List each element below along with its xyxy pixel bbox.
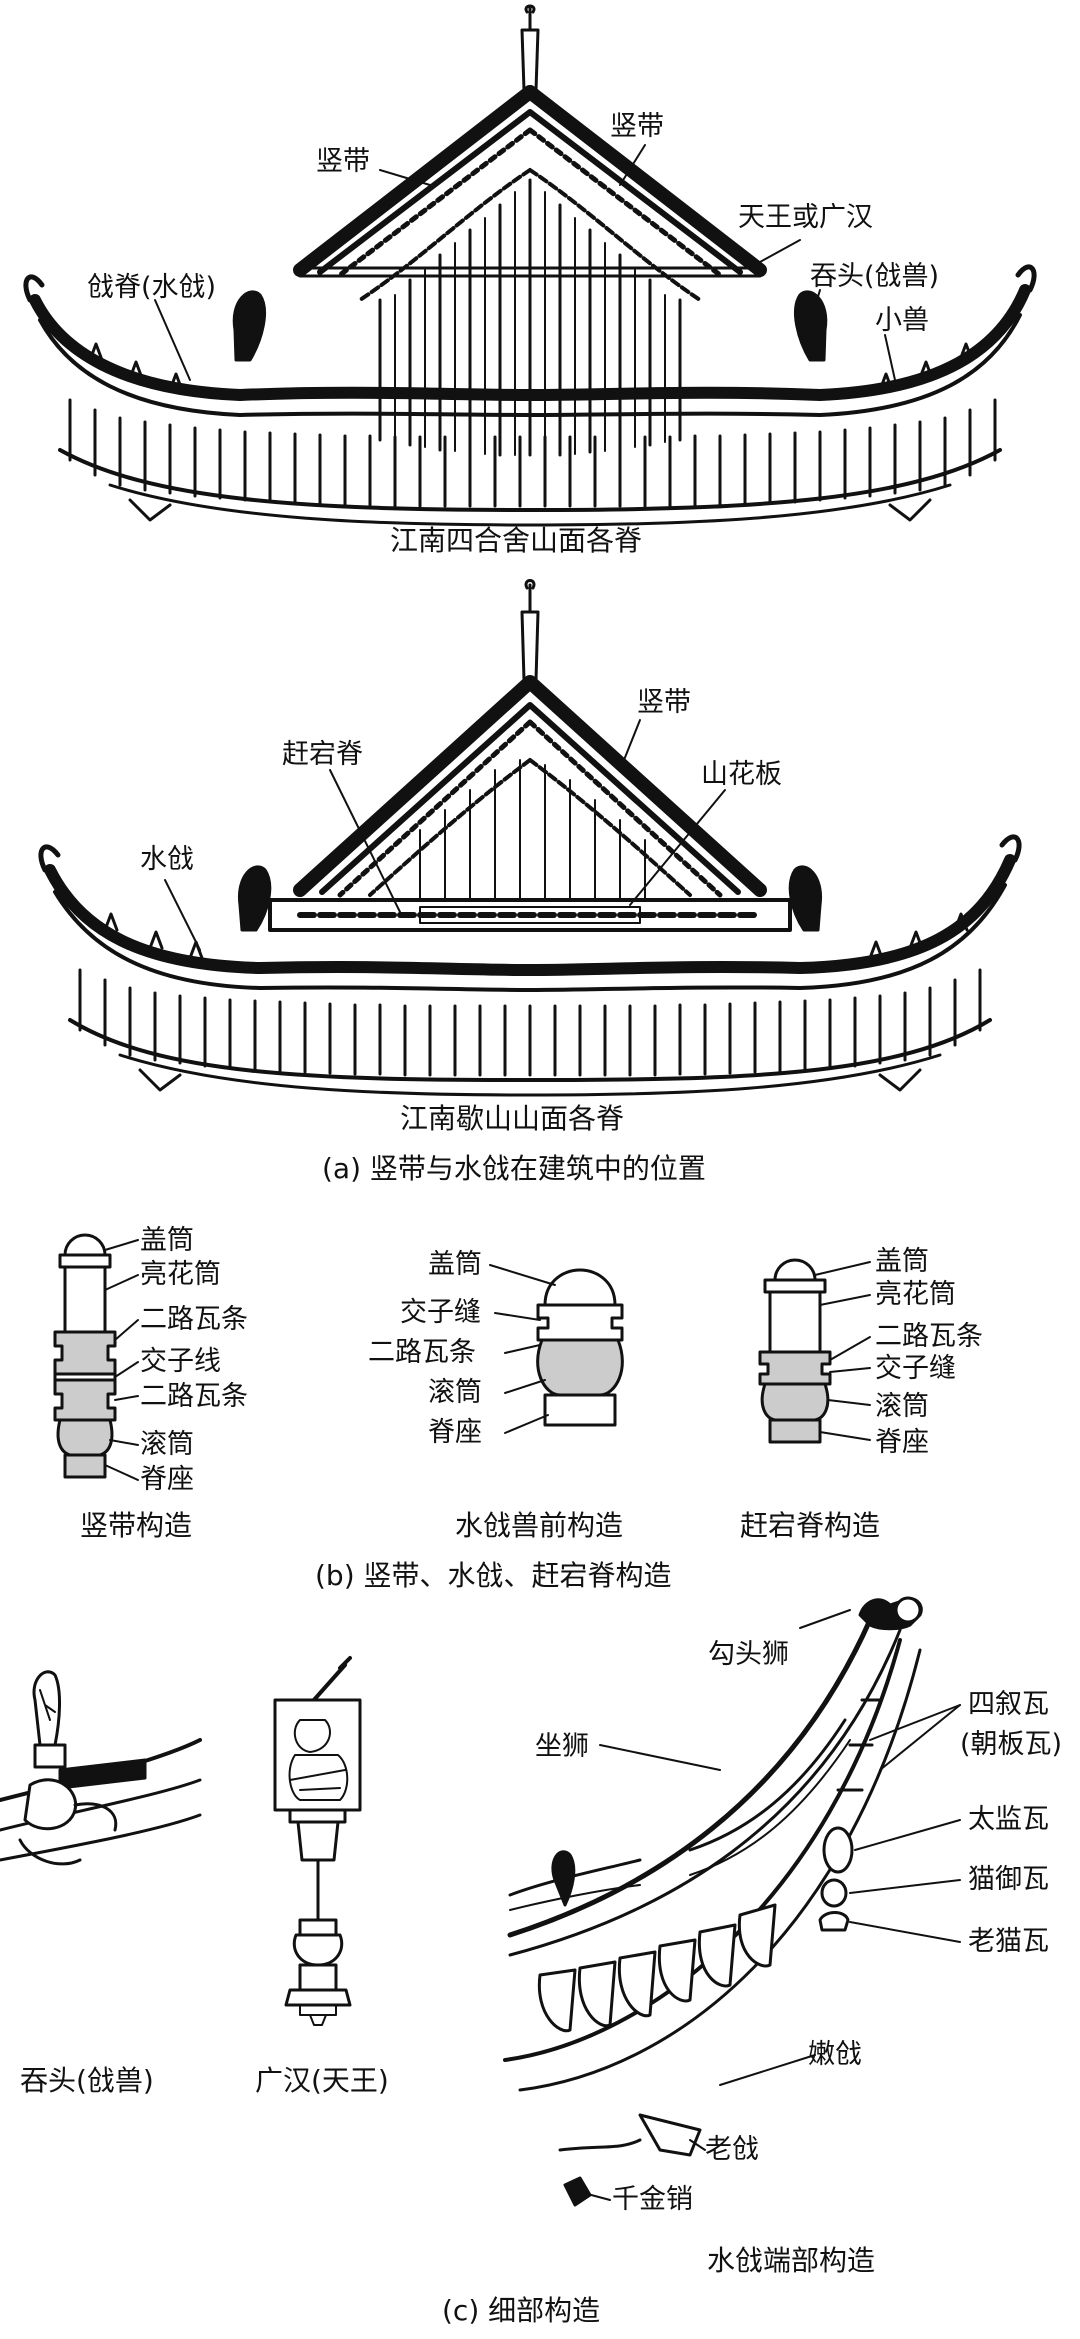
label-sq-wt: 二路瓦条 — [368, 1337, 476, 1368]
label-tuntou: 吞头(戗兽) — [810, 261, 940, 292]
title-shuiqiang-gouzao: 水戗兽前构造 — [455, 1509, 624, 1542]
label-maoyuwa: 猫御瓦 — [968, 1864, 1049, 1895]
shudai-section-drawing — [53, 1233, 117, 1479]
label-shudai-jiaozixian: 交子线 — [140, 1346, 221, 1377]
label-shudai-gaitong: 盖筒 — [140, 1225, 194, 1256]
label-gz-jiaozifeng: 交子缝 — [875, 1353, 956, 1384]
tuntou-detail-drawing — [0, 1670, 202, 1866]
xieshan-roof-drawing — [38, 579, 1022, 1097]
label-sq-jizuo: 脊座 — [428, 1417, 482, 1448]
siheshe-leaders — [154, 144, 896, 381]
label-shudai-jizuo: 脊座 — [140, 1464, 194, 1495]
label-chaobanwa: (朝板瓦) — [960, 1729, 1063, 1760]
label-shudai-lianghua: 亮花筒 — [140, 1259, 221, 1290]
title-guanghan-detail: 广汉(天王) — [255, 2064, 389, 2097]
label-qiangji: 戗脊(水戗) — [87, 272, 217, 303]
label-qianjinxiao: 千金销 — [612, 2184, 693, 2215]
label-laoqiang: 老戗 — [705, 2134, 759, 2165]
label-shudai-right: 竖带 — [610, 111, 664, 142]
ganzong-leaders — [814, 1261, 871, 1441]
title-shudai-gouzao: 竖带构造 — [80, 1509, 193, 1542]
caption-a: (a) 竖带与水戗在建筑中的位置 — [322, 1152, 706, 1185]
end-leaders — [579, 1609, 961, 2201]
label-shuiqiang: 水戗 — [140, 844, 194, 875]
xieshan-leaders — [164, 719, 726, 951]
title-ganzong-gouzao: 赶宕脊构造 — [740, 1509, 881, 1542]
label-shudai-wt1: 二路瓦条 — [140, 1304, 248, 1335]
label-laomaowa: 老猫瓦 — [968, 1926, 1049, 1957]
label-tianwang: 天王或广汉 — [738, 202, 873, 233]
label-nenqiang: 嫩戗 — [808, 2039, 862, 2070]
shuiqiang-section-drawing — [536, 1268, 624, 1427]
label-sq-guntong: 滚筒 — [428, 1377, 482, 1408]
label-gz-gaitong: 盖筒 — [875, 1246, 929, 1277]
label-shudai-xieshan: 竖带 — [637, 687, 691, 718]
label-sq-jiaozifeng: 交子缝 — [400, 1297, 481, 1328]
end-detail-drawing — [503, 1596, 923, 2207]
title-xieshan: 江南歇山山面各脊 — [400, 1102, 625, 1135]
label-gz-guntong: 滚筒 — [875, 1391, 929, 1422]
label-shudai-wt2: 二路瓦条 — [140, 1381, 248, 1412]
shuiqiang-leaders — [489, 1264, 556, 1434]
label-shudai-left: 竖带 — [316, 146, 370, 177]
label-gz-lianghua: 亮花筒 — [875, 1279, 956, 1310]
label-taijianwa: 太监瓦 — [968, 1804, 1049, 1835]
label-gz-jizuo: 脊座 — [875, 1427, 929, 1458]
shudai-leaders — [104, 1239, 139, 1481]
ganzong-section-drawing — [758, 1258, 832, 1444]
label-gz-wt: 二路瓦条 — [875, 1321, 983, 1352]
label-xiaoshou: 小兽 — [875, 305, 929, 336]
title-end-detail: 水戗端部构造 — [707, 2244, 876, 2277]
label-goutoushi: 勾头狮 — [708, 1639, 789, 1670]
caption-c: (c) 细部构造 — [442, 2294, 601, 2327]
label-zuoshi: 坐狮 — [535, 1731, 589, 1762]
caption-b: (b) 竖带、水戗、赶宕脊构造 — [315, 1559, 672, 1592]
label-sq-gaitong: 盖筒 — [428, 1249, 482, 1280]
title-siheshe: 江南四合舍山面各脊 — [390, 524, 643, 557]
guanghan-detail-drawing — [273, 1656, 362, 2026]
label-shudai-guntong: 滚筒 — [140, 1429, 194, 1460]
label-shanhua: 山花板 — [701, 759, 782, 790]
label-ganzong: 赶宕脊 — [282, 739, 363, 770]
siheshe-roof-drawing — [23, 4, 1037, 527]
label-sixuwa: 四叙瓦 — [968, 1689, 1049, 1720]
title-tuntou-detail: 吞头(戗兽) — [20, 2064, 154, 2097]
